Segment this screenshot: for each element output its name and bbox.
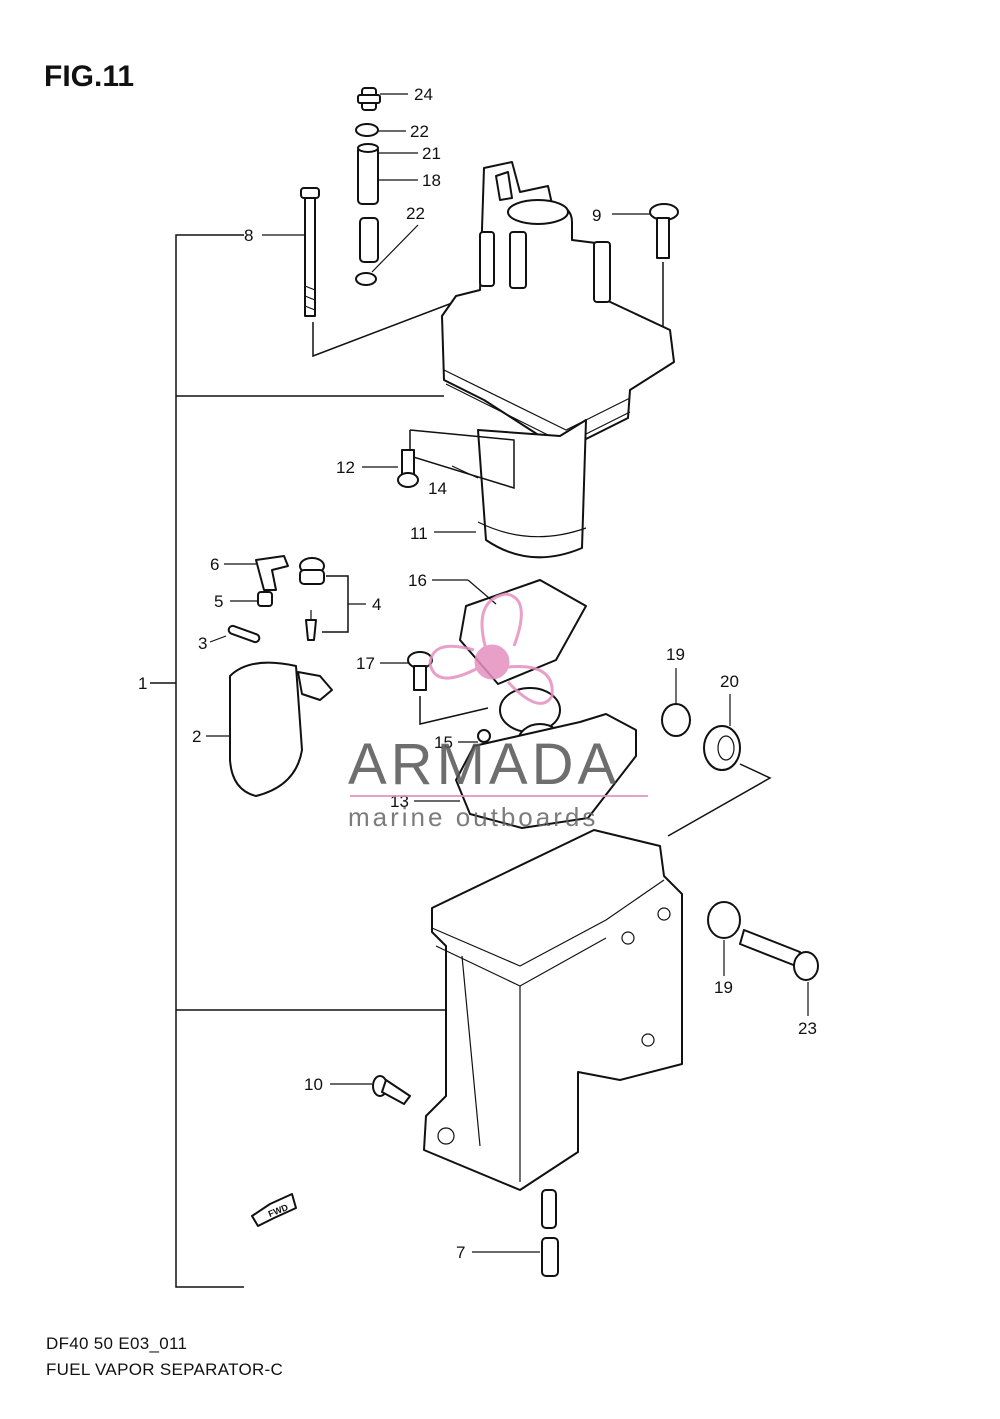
callout-19-lower: 19 [714, 978, 733, 997]
part-4-needle-valve [299, 557, 366, 641]
callout-18: 18 [422, 171, 441, 190]
callout-8: 8 [244, 226, 253, 245]
part-24-nipple [357, 87, 408, 111]
part-5-screw [230, 591, 273, 607]
part-7-hose [472, 1189, 559, 1277]
callout-22-lower: 22 [406, 204, 425, 223]
part-20-cushion [667, 694, 772, 837]
part-18-hose [357, 143, 418, 263]
separator-lower-case [423, 829, 683, 1191]
separator-upper-housing [409, 161, 675, 559]
part-9-screw [612, 203, 679, 338]
part-22-clip-top [355, 123, 406, 137]
armada-watermark: ARMADA marine outboards [348, 592, 648, 832]
callout-6: 6 [210, 555, 219, 574]
part-2-float [206, 661, 333, 797]
part-19-grommet-lower [707, 901, 741, 976]
watermark-name: ARMADA [348, 732, 620, 797]
callout-7: 7 [456, 1243, 465, 1262]
part-10-screw [330, 1075, 411, 1105]
part-3-pin [209, 624, 261, 644]
callout-10: 10 [304, 1075, 323, 1094]
callout-23: 23 [798, 1019, 817, 1038]
callout-5: 5 [214, 592, 223, 611]
figure-title: FIG.11 [44, 60, 135, 93]
callout-labels: 24 22 21 18 22 9 8 12 14 11 6 16 5 4 3 1… [138, 85, 817, 1262]
part-19-grommet-upper [661, 668, 691, 737]
callout-22-top: 22 [410, 122, 429, 141]
callout-16: 16 [408, 571, 427, 590]
part-13-gasket [414, 713, 637, 829]
callout-20: 20 [720, 672, 739, 691]
callout-4: 4 [372, 595, 381, 614]
callout-21: 21 [422, 144, 441, 163]
callout-9: 9 [592, 206, 601, 225]
callout-11: 11 [410, 524, 428, 543]
callout-1: 1 [138, 674, 147, 693]
part-6-clip [224, 555, 289, 591]
callout-2: 2 [192, 727, 201, 746]
callout-24: 24 [414, 85, 433, 104]
assembly-bracket [150, 234, 448, 1288]
figure-code: DF40 50 E03_011 [46, 1334, 188, 1353]
propeller-logo-icon [428, 592, 554, 705]
part-8-long-bolt [262, 187, 461, 358]
watermark-subtitle: marine outboards [348, 802, 598, 832]
callout-14: 14 [428, 479, 447, 498]
part-17-screw [380, 651, 489, 725]
part-12-screw [362, 449, 419, 488]
part-22-clip-lower [355, 224, 419, 286]
callout-15: 15 [434, 733, 453, 752]
forward-direction-badge: FWD [251, 1193, 297, 1227]
callout-3: 3 [198, 634, 207, 653]
callout-19-upper: 19 [666, 645, 685, 664]
part-23-bolt [739, 929, 819, 1016]
figure-caption: FUEL VAPOR SEPARATOR-C [46, 1360, 284, 1379]
callout-17: 17 [356, 654, 375, 673]
callout-12: 12 [336, 458, 355, 477]
